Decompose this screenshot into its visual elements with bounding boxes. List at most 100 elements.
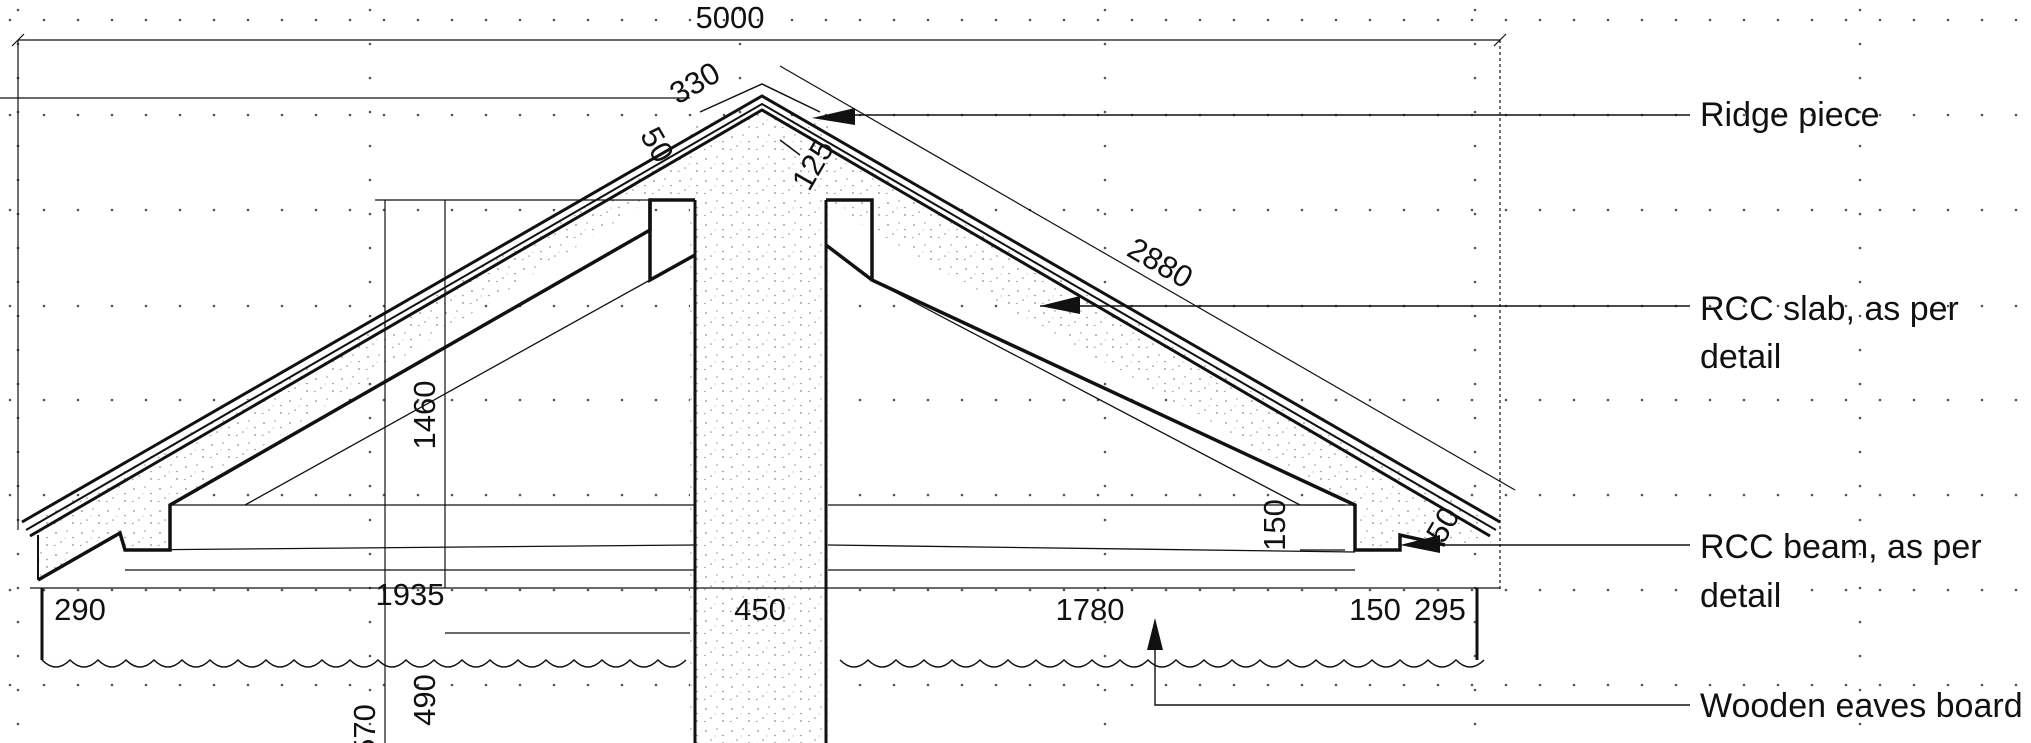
dim-right-beam: 150 [1349, 592, 1401, 627]
grid-dot [1164, 588, 1168, 592]
label-rcc-slab-2: detail [1700, 338, 1781, 376]
callout-leaders [840, 114, 1690, 706]
grid-dot [1103, 76, 1107, 80]
grid-dot [688, 18, 692, 22]
grid-dot [1538, 398, 1542, 402]
grid-dot [1674, 588, 1678, 592]
grid-dot [892, 304, 896, 308]
grid-dot [450, 398, 454, 402]
grid-dot [1640, 18, 1644, 22]
grid-dot [1946, 588, 1950, 592]
grid-dot [1776, 113, 1780, 117]
grid-dot [1096, 18, 1100, 22]
label-rcc-beam-2: detail [1700, 577, 1781, 615]
grid-dot [246, 493, 250, 497]
grid-dot [586, 398, 590, 402]
grid-dot [280, 18, 284, 22]
grid-dot [1470, 208, 1474, 212]
grid-dot [1606, 18, 1610, 22]
grid-dot [484, 18, 488, 22]
grid-dot [368, 178, 372, 182]
grid-dot [858, 588, 862, 592]
grid-dot [960, 304, 964, 308]
grid-dot [368, 416, 372, 420]
grid-dot [1028, 493, 1032, 497]
grid-dot [1504, 208, 1508, 212]
grid-dot [1980, 493, 1984, 497]
grid-dot [1473, 484, 1477, 488]
grid-dot [1844, 493, 1848, 497]
grid-dot [738, 8, 742, 12]
dimension-lines [375, 65, 1516, 743]
grid-dot [368, 42, 372, 46]
grid-dot [178, 18, 182, 22]
grid-dot [144, 398, 148, 402]
grid-dot [994, 208, 998, 212]
grid-dot [314, 304, 318, 308]
grid-dot [348, 113, 352, 117]
grid-dot [484, 113, 488, 117]
grid-dot [1300, 588, 1304, 592]
grid-dot [1912, 304, 1916, 308]
grid-dot [654, 208, 658, 212]
grid-dot [368, 280, 372, 284]
grid-dot [1103, 42, 1107, 46]
label-rcc-beam-1: RCC beam, as per [1700, 528, 1982, 566]
grid-dot [790, 18, 794, 22]
grid-dot [1858, 450, 1862, 454]
grid-dot [586, 113, 590, 117]
dim-overall: 5000 [696, 0, 765, 35]
grid-dot [1334, 683, 1338, 687]
grid-dot [280, 588, 284, 592]
wall-column [690, 120, 828, 743]
grid-dot [178, 113, 182, 117]
grid-dot [1606, 398, 1610, 402]
grid-dot [1980, 588, 1984, 592]
grid-dot [16, 586, 20, 590]
grid-dot [1844, 304, 1848, 308]
label-eaves-board: Wooden eaves board [1700, 687, 2023, 725]
grid-dot [1473, 450, 1477, 454]
grid-dot [518, 493, 522, 497]
grid-dot [16, 8, 20, 12]
grid-dot [1858, 212, 1862, 216]
grid-dot [110, 398, 114, 402]
grid-dot [1810, 113, 1814, 117]
grid-dot [42, 304, 46, 308]
grid-dot [1858, 178, 1862, 182]
grid-dot [1300, 18, 1304, 22]
grid-dot [212, 18, 216, 22]
grid-dot [2014, 493, 2018, 497]
grid-dot [178, 208, 182, 212]
grid-dot [1164, 398, 1168, 402]
grid-dot [76, 588, 80, 592]
grid-dot [1708, 304, 1712, 308]
grid-dot [1368, 18, 1372, 22]
grid-dot [926, 398, 930, 402]
grid-dot [1062, 493, 1066, 497]
grid-dot [1946, 683, 1950, 687]
grid-dot [348, 683, 352, 687]
grid-dot [42, 208, 46, 212]
grid-dot [1368, 588, 1372, 592]
background-grid [8, 8, 2018, 726]
grid-dot [1402, 18, 1406, 22]
dim-wall-thickness: 450 [734, 592, 786, 627]
grid-dot [1858, 688, 1862, 692]
grid-dot [1742, 398, 1746, 402]
grid-dot [1640, 208, 1644, 212]
grid-dot [654, 113, 658, 117]
grid-dot [1946, 113, 1950, 117]
grid-dot [1062, 588, 1066, 592]
grid-dot [1674, 493, 1678, 497]
grid-dot [926, 18, 930, 22]
grid-dot [314, 113, 318, 117]
grid-dot [892, 683, 896, 687]
grid-dot [1538, 683, 1542, 687]
grid-dot [1708, 493, 1712, 497]
grid-dot [1858, 8, 1862, 12]
grid-dot [246, 588, 250, 592]
grid-dot [1334, 18, 1338, 22]
grid-dot [1062, 18, 1066, 22]
grid-dot [1858, 110, 1862, 114]
